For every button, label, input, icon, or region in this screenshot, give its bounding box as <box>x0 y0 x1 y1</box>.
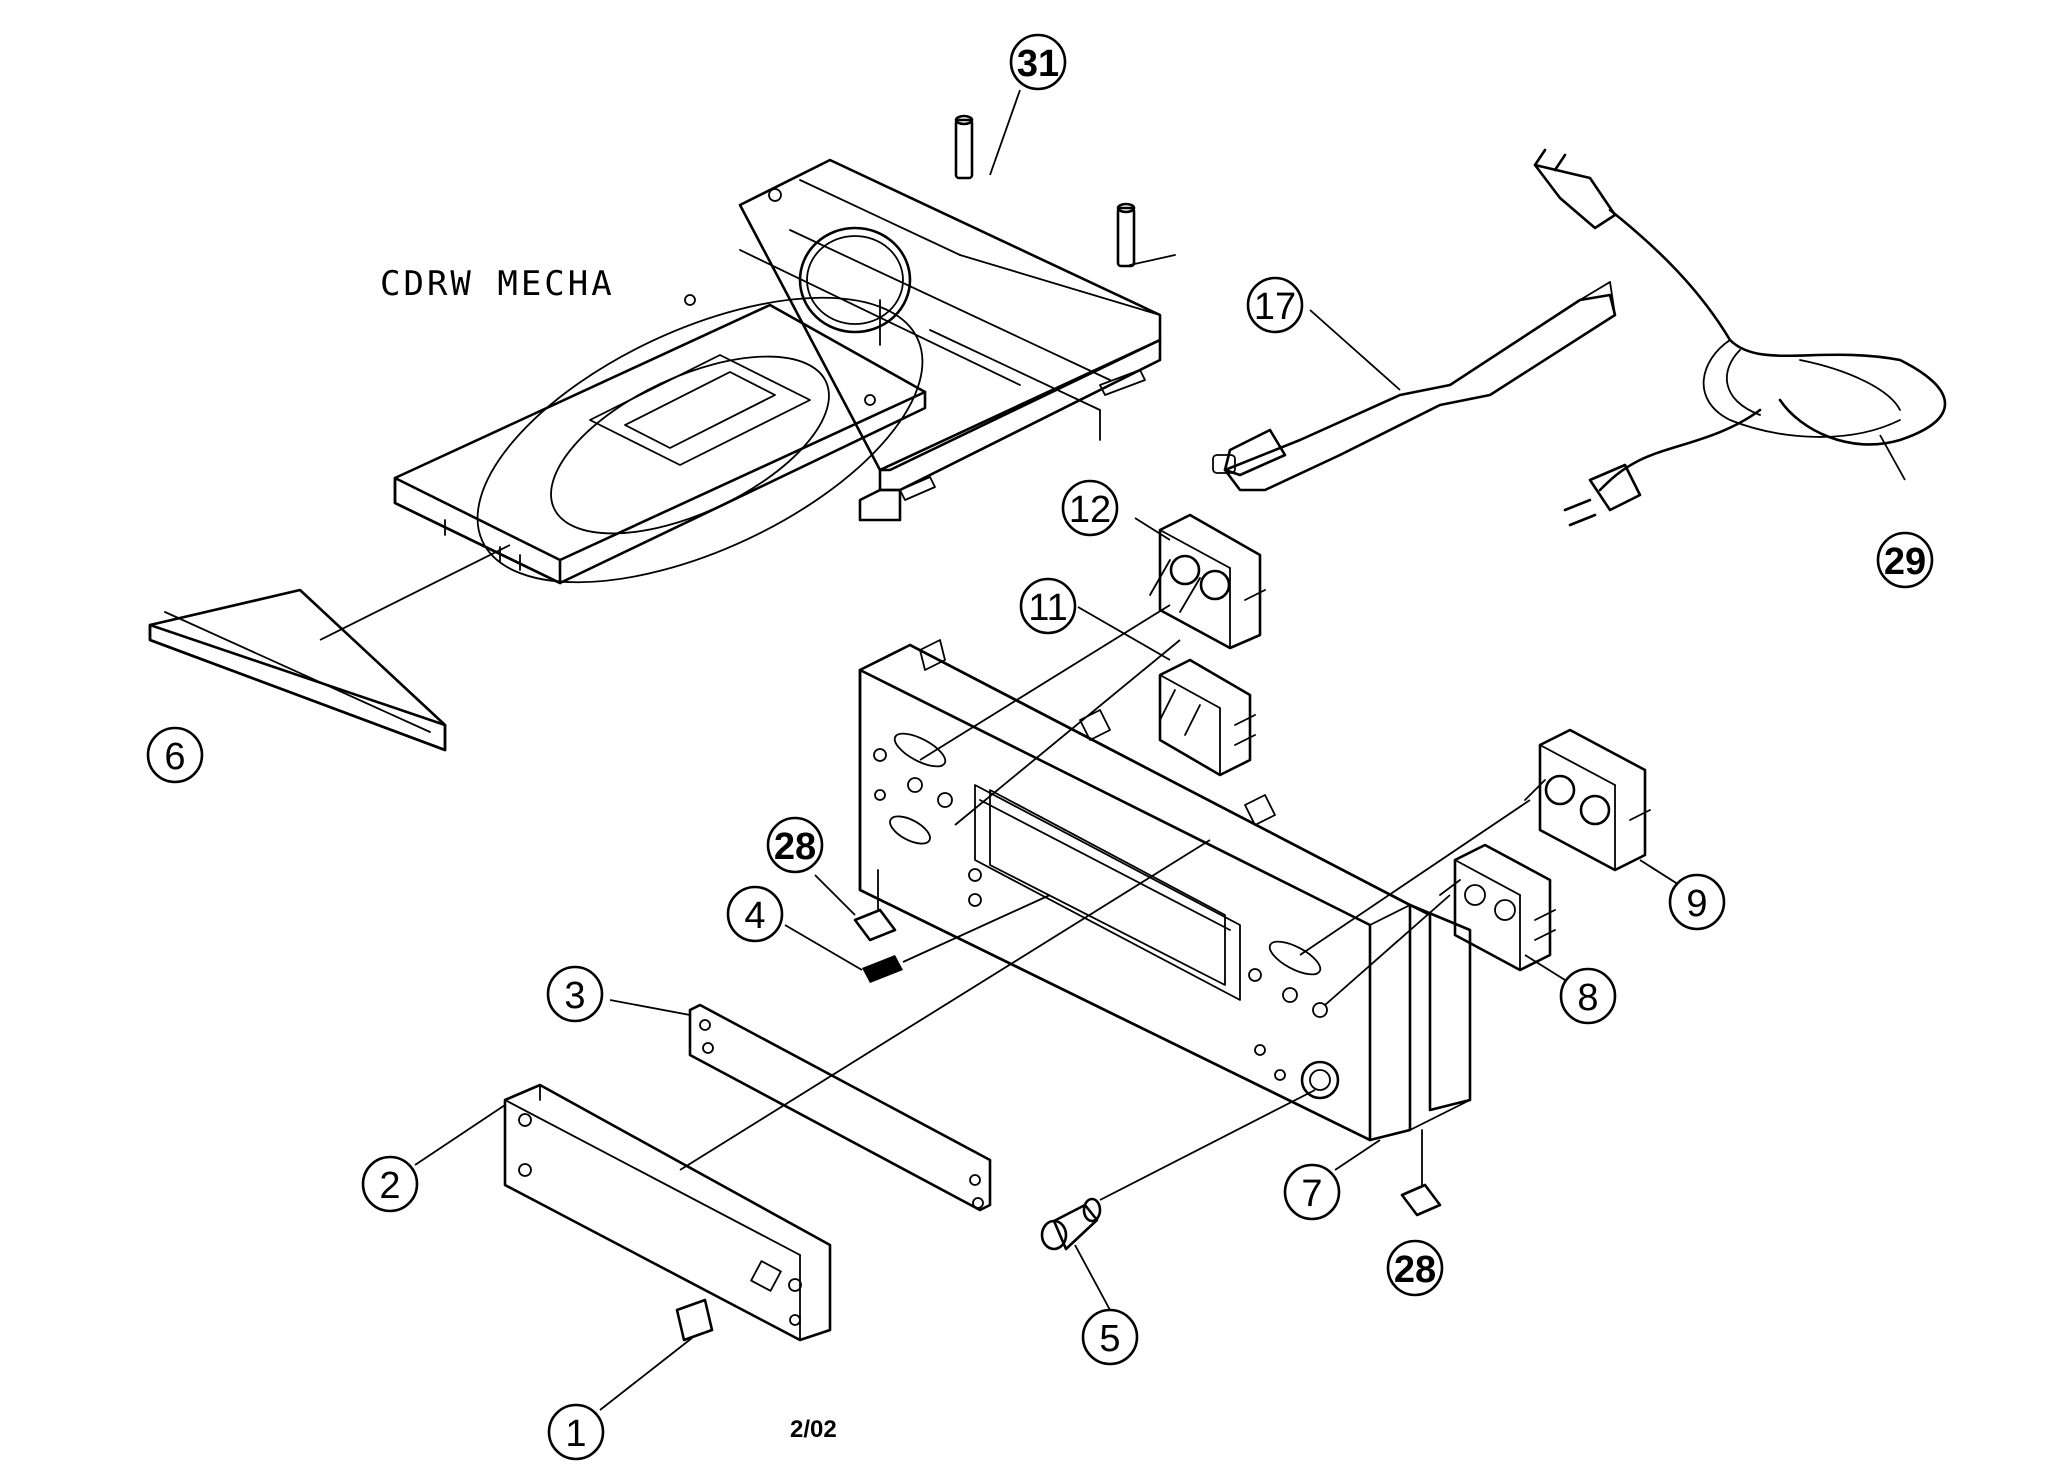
part-12-switch-board <box>1149 513 1266 650</box>
part-5-knob <box>1040 1197 1102 1251</box>
assembly-label: CDRW MECHA <box>380 264 615 304</box>
callout-31: 31 <box>1009 33 1067 91</box>
svg-text:2: 2 <box>379 1165 400 1207</box>
svg-text:6: 6 <box>164 736 185 778</box>
part-2-sub-panel <box>503 1083 832 1342</box>
callout-17: 17 <box>1246 276 1304 334</box>
svg-text:31: 31 <box>1017 43 1059 85</box>
callout-6: 6 <box>146 726 204 784</box>
part-6-tray-bezel <box>148 588 447 752</box>
callout-29: 29 <box>1876 531 1934 589</box>
svg-text:29: 29 <box>1884 541 1926 583</box>
part-28-foot-lower <box>1400 1129 1442 1217</box>
part-8-switch-board <box>1439 843 1556 972</box>
svg-text:4: 4 <box>744 895 765 937</box>
svg-text:5: 5 <box>1099 1318 1120 1360</box>
part-9-switch-board <box>1524 728 1651 872</box>
callout-2: 2 <box>361 1155 419 1213</box>
callout-7: 7 <box>1283 1163 1341 1221</box>
callout-9: 9 <box>1668 873 1726 931</box>
svg-text:12: 12 <box>1069 489 1111 531</box>
footer-code: 2/02 <box>790 1416 837 1443</box>
part-17-bracket <box>1212 281 1617 492</box>
part-28-foot-upper <box>853 869 897 942</box>
svg-text:17: 17 <box>1254 286 1296 328</box>
part-7-front-panel <box>858 639 1472 1142</box>
svg-text:11: 11 <box>1028 587 1067 629</box>
svg-text:7: 7 <box>1301 1173 1322 1215</box>
callout-11: 11 <box>1019 577 1077 635</box>
part-1-label <box>675 1298 714 1342</box>
callout-28-lower: 28 <box>1386 1239 1444 1297</box>
callout-8: 8 <box>1559 967 1617 1025</box>
callout-1: 1 <box>547 1403 605 1461</box>
callout-3: 3 <box>546 965 604 1023</box>
callout-5: 5 <box>1081 1308 1139 1366</box>
part-3-pcb-plate <box>688 1003 992 1212</box>
part-4-spring <box>862 955 903 983</box>
svg-text:9: 9 <box>1686 883 1707 925</box>
svg-text:1: 1 <box>565 1413 586 1455</box>
svg-text:3: 3 <box>564 975 585 1017</box>
cdrw-mechanism-drawing <box>393 114 1176 585</box>
svg-text:28: 28 <box>1394 1249 1436 1291</box>
svg-text:8: 8 <box>1577 977 1598 1019</box>
part-11-switch-board <box>1158 658 1256 777</box>
callout-12: 12 <box>1061 479 1119 537</box>
part-29-power-cord <box>1533 148 1947 527</box>
svg-text:28: 28 <box>774 826 816 868</box>
callout-28-upper: 28 <box>766 816 824 874</box>
callout-4: 4 <box>726 885 784 943</box>
